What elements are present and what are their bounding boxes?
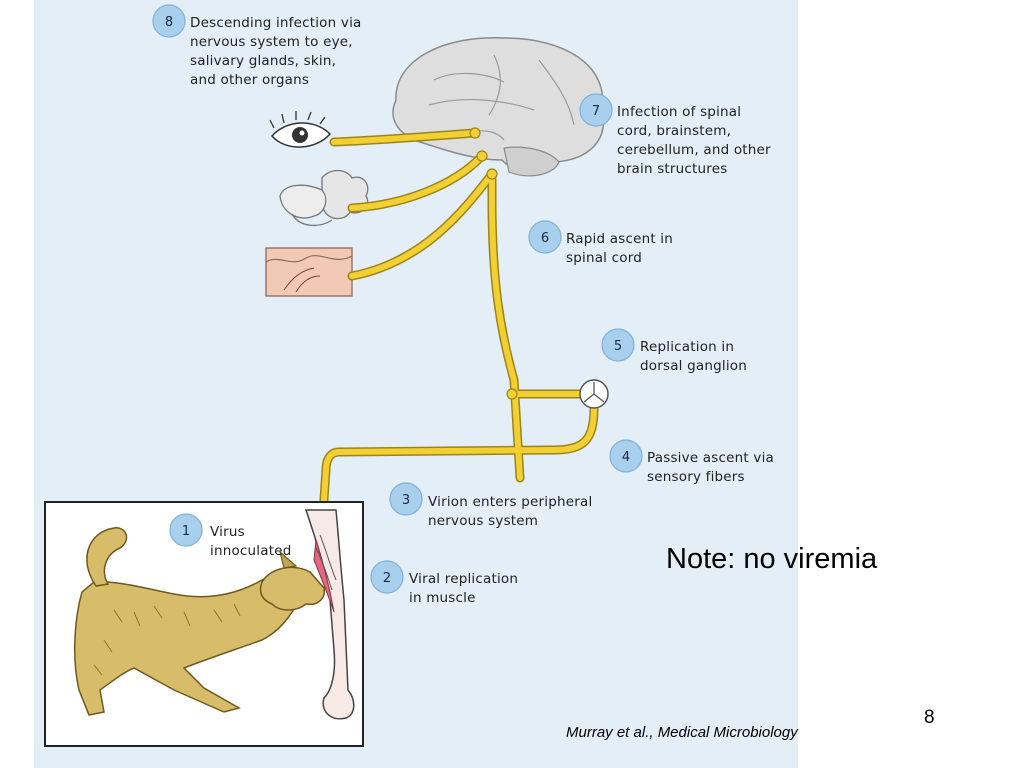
step-8: 8 Descending infection via nervous syste…: [152, 4, 366, 88]
step-6: 6 Rapid ascent in spinal cord: [528, 220, 678, 266]
step-6-label: Rapid ascent in spinal cord: [566, 231, 678, 266]
step-8-label: Descending infection via nervous system …: [190, 15, 366, 88]
step-2-number: 2: [383, 571, 391, 586]
step-1-label: Virus innoculated: [210, 524, 292, 559]
step-6-badge: [528, 220, 562, 254]
dorsal-ganglion-illustration: [579, 379, 609, 409]
brain-illustration: [392, 37, 605, 177]
salivary-gland-illustration: [279, 169, 369, 226]
step-4-badge: [609, 439, 643, 473]
step-7: 7 Infection of spinal cord, brainstem, c…: [579, 93, 775, 177]
rabies-pathogenesis-figure: 8 Descending infection via nervous syste…: [34, 0, 798, 768]
step-5-number: 5: [614, 339, 622, 354]
dog-bite-inset: [44, 501, 364, 747]
step-7-label: Infection of spinal cord, brainstem, cer…: [617, 104, 775, 177]
step-4: 4 Passive ascent via sensory fibers: [609, 439, 779, 485]
step-3-number: 3: [402, 493, 410, 508]
step-5-label: Replication in dorsal ganglion: [640, 339, 747, 374]
step-3-label: Virion enters peripheral nervous system: [428, 494, 597, 529]
step-8-number: 8: [165, 15, 173, 30]
step-3: 3 Virion enters peripheral nervous syste…: [389, 482, 597, 529]
step-4-number: 4: [622, 450, 630, 465]
citation: Murray et al., Medical Microbiology: [566, 724, 798, 741]
step-1: 1 Virus innoculated: [169, 513, 292, 559]
step-7-badge: [579, 93, 613, 127]
slide-number: 8: [924, 707, 935, 728]
step-2: 2 Viral replication in muscle: [370, 560, 523, 606]
step-7-number: 7: [592, 104, 600, 119]
nerve-pathways: [317, 127, 599, 533]
eye-illustration: [269, 111, 332, 148]
step-2-label: Viral replication in muscle: [409, 571, 523, 606]
step-4-label: Passive ascent via sensory fibers: [647, 450, 779, 485]
skin-tissue-illustration: [265, 247, 353, 297]
step-8-badge: [152, 4, 186, 38]
step-1-badge: [169, 513, 203, 547]
step-3-badge: [389, 482, 423, 516]
step-2-badge: [370, 560, 404, 594]
pathogenesis-diagram: 8 Descending infection via nervous syste…: [44, 4, 779, 747]
note-text: Note: no viremia: [666, 543, 878, 575]
step-1-number: 1: [182, 524, 190, 539]
step-6-number: 6: [541, 231, 549, 246]
step-5: 5 Replication in dorsal ganglion: [601, 328, 747, 374]
step-5-badge: [601, 328, 635, 362]
